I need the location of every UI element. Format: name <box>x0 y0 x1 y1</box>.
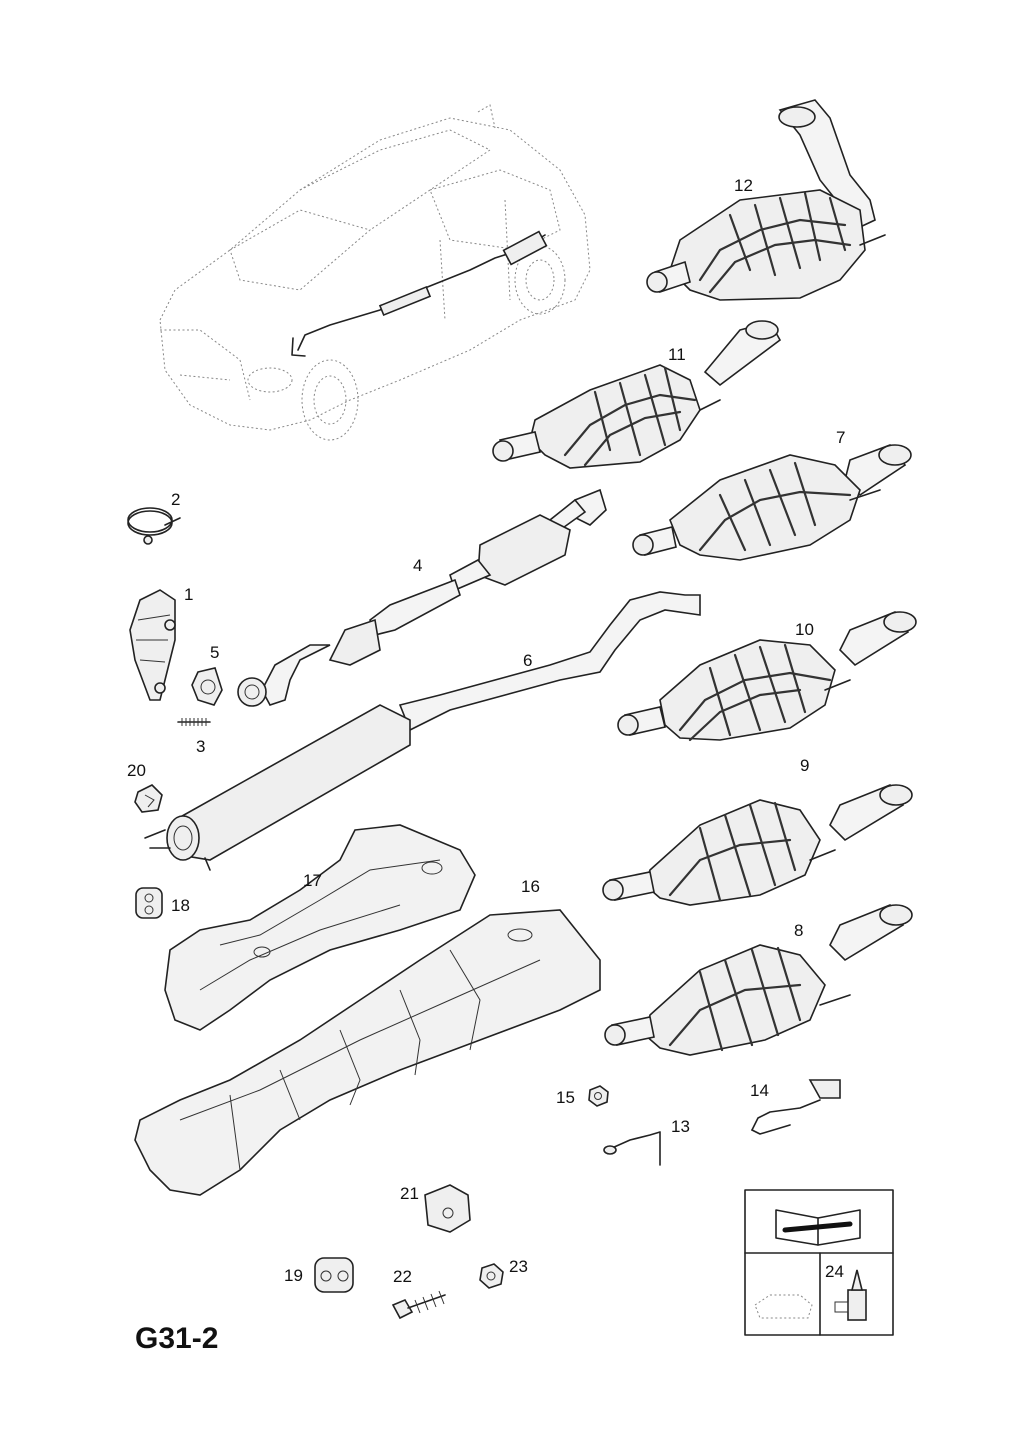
front-pipe-catalyst-4 <box>237 488 607 707</box>
callout-8: 8 <box>794 921 803 940</box>
ring-20 <box>134 784 163 813</box>
car-outline-icon <box>754 1294 813 1319</box>
callout-20: 20 <box>127 761 146 780</box>
callout-6: 6 <box>523 651 532 670</box>
rear-muffler-8 <box>604 904 913 1056</box>
heat-shield-16 <box>134 909 601 1196</box>
rear-muffler-7 <box>632 444 912 561</box>
nut-23 <box>479 1263 504 1289</box>
sealant-tube-icon <box>834 1269 867 1321</box>
info-box <box>744 1189 894 1336</box>
rear-muffler-11 <box>492 320 782 469</box>
heat-shield-17 <box>164 824 476 1031</box>
callout-5: 5 <box>210 643 219 662</box>
rubber-mount-21 <box>424 1184 471 1233</box>
callout-4: 4 <box>413 556 422 575</box>
manifold-1 <box>129 589 176 701</box>
hanger-14 <box>751 1079 841 1135</box>
callout-3: 3 <box>196 737 205 756</box>
rear-muffler-12 <box>646 99 886 301</box>
rear-muffler-9 <box>602 784 913 906</box>
rear-muffler-10 <box>617 611 917 742</box>
callout-10: 10 <box>795 620 814 639</box>
callout-23: 23 <box>509 1257 528 1276</box>
callout-9: 9 <box>800 756 809 775</box>
callout-15: 15 <box>556 1088 575 1107</box>
callout-17: 17 <box>303 871 322 890</box>
callout-18: 18 <box>171 896 190 915</box>
callout-22: 22 <box>393 1267 412 1286</box>
callout-11: 11 <box>668 345 686 364</box>
bracket-13 <box>603 1131 661 1166</box>
callout-16: 16 <box>521 877 540 896</box>
callout-19: 19 <box>284 1266 303 1285</box>
nut-15 <box>588 1085 609 1107</box>
callout-7: 7 <box>836 428 845 447</box>
intermediate-pipe-6 <box>144 591 701 871</box>
callout-12: 12 <box>734 176 753 195</box>
rubber-mount-18 <box>135 887 163 919</box>
stud-3 <box>177 718 211 726</box>
gasket-5 <box>191 667 223 706</box>
callout-2: 2 <box>171 490 180 509</box>
vehicle-overview <box>159 104 591 441</box>
callout-1: 1 <box>184 585 193 604</box>
diagram-code: G31-2 <box>135 1322 218 1355</box>
callout-24: 24 <box>825 1262 844 1281</box>
callout-13: 13 <box>671 1117 690 1136</box>
clamp-2 <box>127 507 181 545</box>
callout-14: 14 <box>750 1081 769 1100</box>
manual-wrench-icon <box>775 1209 861 1246</box>
bolt-22 <box>391 1290 446 1320</box>
callout-21: 21 <box>400 1184 419 1203</box>
rubber-mount-19 <box>314 1257 354 1293</box>
